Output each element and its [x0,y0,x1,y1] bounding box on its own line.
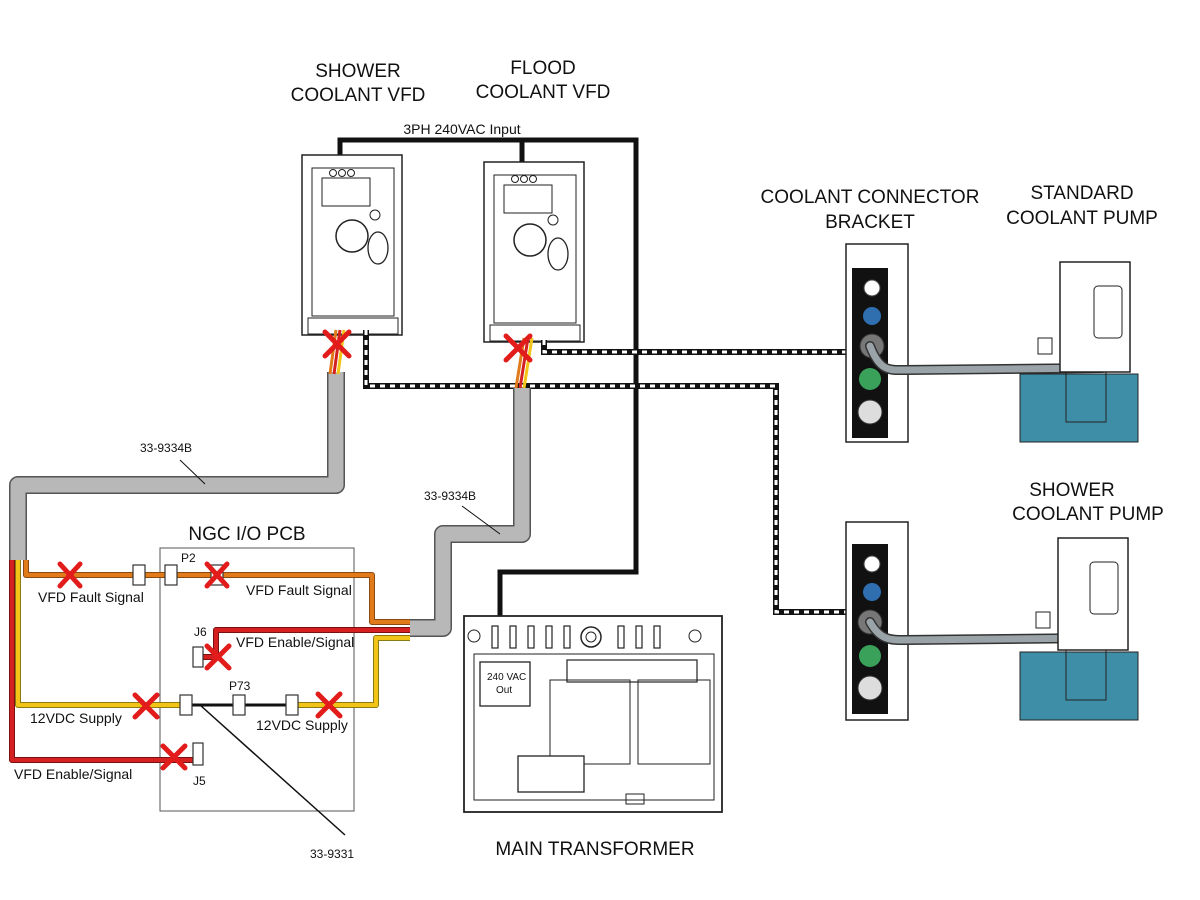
x-mark [204,561,230,589]
j6-label: J6 [194,625,207,639]
x-mark [204,643,232,671]
x-mark [57,561,83,589]
coolant-connector-bracket-bottom [845,521,909,721]
connector-bracket-title-1: COOLANT CONNECTOR [761,187,980,208]
shower-pump-title-1: SHOWER [1029,480,1115,501]
cable-bottom-label: 33-9331 [310,847,354,861]
transformer-out-1: 240 VAC [487,672,526,683]
p2-label: P2 [181,551,196,565]
input-240-label: 3PH 240VAC Input [403,121,520,137]
x-mark [322,329,352,359]
main-transformer [463,615,723,813]
standard-pump-title-2: COOLANT PUMP [1006,208,1158,229]
supply-right-label: 12VDC Supply [256,717,348,733]
x-marks [57,329,533,771]
pcb-title: NGC I/O PCB [188,524,305,545]
shower-pump-title-2: COOLANT PUMP [1012,504,1164,525]
fault-right-label: VFD Fault Signal [246,582,352,598]
enable-left-label: VFD Enable/Signal [14,766,132,782]
enable-right-label: VFD Enable/Signal [236,634,354,650]
shower-coolant-pump [1019,537,1139,721]
connector-bracket-title-2: BRACKET [825,212,915,233]
cable-left-label: 33-9334B [140,441,192,455]
small-labels: 33-9334B 33-9334B P2 J6 P73 J5 VFD Fault… [14,441,526,861]
x-mark [160,743,188,771]
standard-coolant-pump [1019,261,1139,443]
x-mark [315,691,343,719]
ngc-io-pcb [159,547,355,812]
standard-pump-title-1: STANDARD [1030,183,1133,204]
transformer-title: MAIN TRANSFORMER [495,839,694,860]
flood-vfd-title-1: FLOOD [510,58,575,79]
shower-vfd [301,154,403,336]
x-mark [503,333,533,363]
vfd-output-cables [363,330,860,615]
pcb-signal-wires [9,560,410,836]
flood-vfd-title-2: COOLANT VFD [476,82,611,103]
cable-mid-label: 33-9334B [424,489,476,503]
shower-vfd-title-1: SHOWER [315,61,401,82]
coolant-connector-bracket-top [845,243,909,443]
labels: SHOWER COOLANT VFD FLOOD COOLANT VFD 3PH… [188,58,1163,860]
supply-left-label: 12VDC Supply [30,710,122,726]
fault-left-label: VFD Fault Signal [38,589,144,605]
transformer-out-2: Out [496,685,512,696]
p73-label: P73 [229,679,251,693]
gray-cables [9,372,531,637]
shower-vfd-title-2: COOLANT VFD [291,85,426,106]
x-mark [132,692,160,720]
j5-label: J5 [193,774,206,788]
flood-vfd [483,161,585,343]
